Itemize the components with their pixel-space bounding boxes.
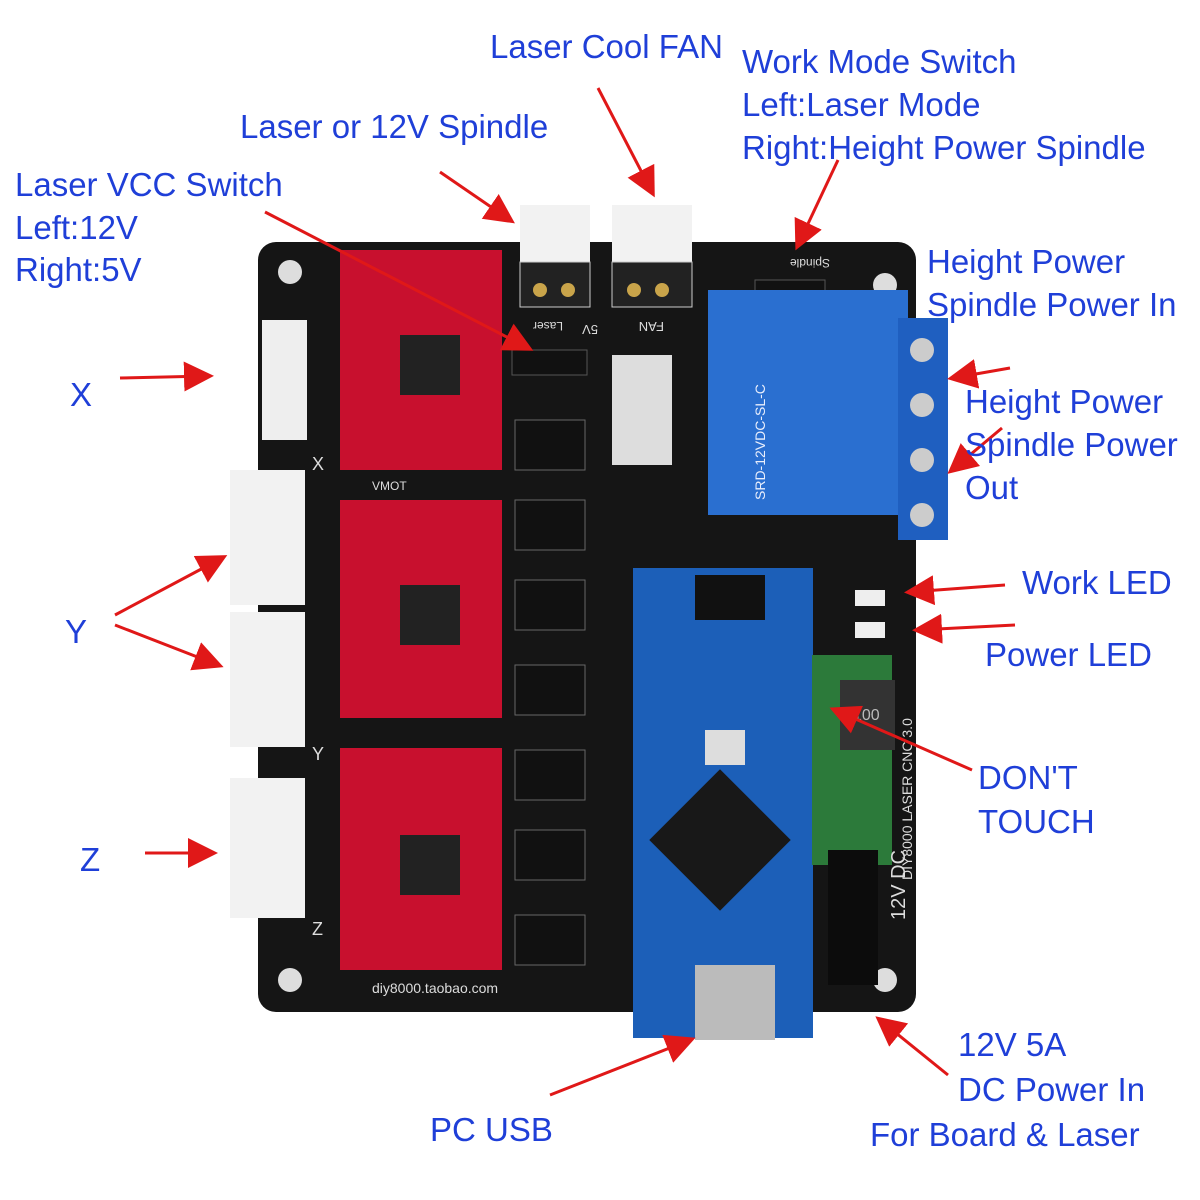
- board-axis-y: Y: [312, 744, 324, 764]
- relay: [708, 290, 908, 515]
- board-website: diy8000.taobao.com: [372, 980, 498, 996]
- relay-text: SRD-12VDC-SL-C: [752, 384, 768, 500]
- label-laser-vcc-title: Laser VCC Switch: [15, 166, 283, 203]
- board-model: DIY8000 LASER CNC 3.0: [899, 718, 915, 880]
- label-spindle-out-2: Spindle Power: [965, 426, 1178, 463]
- label-y-axis: Y: [65, 613, 88, 650]
- label-spindle-out-1: Height Power: [965, 383, 1164, 420]
- board-axis-x: X: [312, 454, 324, 474]
- label-x-axis: X: [70, 376, 93, 413]
- label-spindle-in-2: Spindle Power In: [927, 286, 1177, 323]
- label-work-mode-right: Right:Height Power Spindle: [742, 129, 1146, 166]
- label-laser-vcc-right: Right:5V: [15, 251, 142, 288]
- label-spindle-in-1: Height Power: [927, 243, 1126, 280]
- label-laser-spindle: Laser or 12V Spindle: [240, 108, 549, 145]
- board-spindle: Spindle: [790, 256, 830, 270]
- label-work-mode-title: Work Mode Switch: [742, 43, 1017, 80]
- label-dc-power-1: 12V 5A: [958, 1026, 1067, 1063]
- label-dont-touch-2: TOUCH: [978, 803, 1095, 840]
- board-5v: 5V: [582, 322, 598, 337]
- label-spindle-out-3: Out: [965, 469, 1019, 506]
- label-dc-power-2: DC Power In: [958, 1071, 1146, 1108]
- annotation-arrows: [114, 87, 1016, 1097]
- label-z-axis: Z: [80, 841, 101, 878]
- board-fan: FAN: [639, 319, 664, 334]
- board-inductor-text: 100: [853, 707, 880, 724]
- label-dont-touch-1: DON'T: [978, 759, 1078, 796]
- label-pc-usb: PC USB: [430, 1111, 553, 1148]
- board-laser: Laser: [533, 319, 563, 333]
- label-work-mode-left: Left:Laser Mode: [742, 86, 981, 123]
- label-work-led: Work LED: [1022, 564, 1172, 601]
- label-dc-power-3: For Board & Laser: [870, 1116, 1140, 1153]
- label-power-led: Power LED: [985, 636, 1152, 673]
- board-axis-z: Z: [312, 919, 323, 939]
- board-dc-label: 12V DC: [888, 850, 910, 920]
- board-vmot: VMOT: [372, 479, 407, 493]
- label-laser-vcc-left: Left:12V: [15, 209, 138, 246]
- label-laser-cool-fan: Laser Cool FAN: [490, 28, 723, 65]
